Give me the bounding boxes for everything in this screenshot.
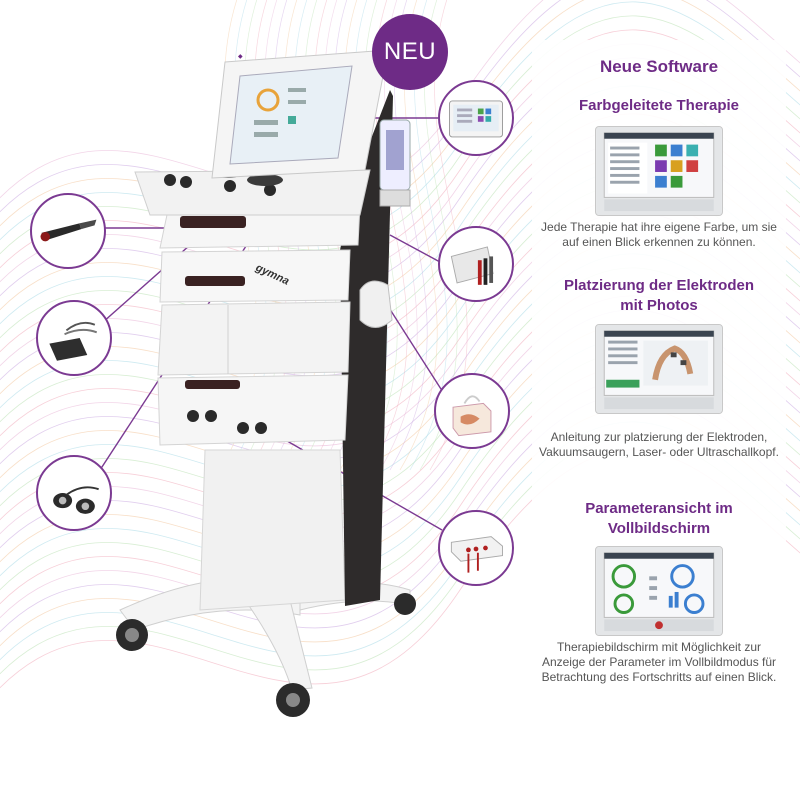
accessory-electrode-cables [438,226,514,302]
screen-preview-icon [596,547,722,635]
accessory-vacuum-unit [438,510,514,586]
connector-line [383,299,449,401]
feature-panel: Neue Software Farbgeleitete Therapie [532,40,786,730]
background-wave-line [0,0,800,227]
accessory-software-screen [438,80,514,156]
accessory-laser-probe [30,193,106,269]
screenshot-parameter-view [595,546,723,636]
background-wave-line [0,15,800,255]
section-description-electrode-placement: Anleitung zur platzierung der Elektroden… [539,430,779,459]
tissue-box-icon [452,395,492,437]
software-screen-icon [449,100,503,138]
background-wave-line [0,0,800,199]
screen-preview-icon [596,325,722,413]
panel-title: Neue Software [599,57,719,76]
section-description-color-therapy: Jede Therapie hat ihre eigene Farbe, um … [541,220,777,249]
svg-text:◆: ◆ [238,54,243,60]
new-badge-label: NEU [383,38,437,65]
electrode-pads-icon [49,321,98,361]
device-body: gymna [157,204,361,446]
accessory-tissue-box [434,373,510,449]
section-description-parameter-view: Therapiebildschirm mit Möglichkeit zur A… [541,640,777,684]
device-side-canister [379,119,411,207]
screenshot-electrode-placement [595,324,723,414]
section-heading-parameter-view-line1: Parameteransicht im [585,500,733,517]
screenshot-color-therapy [595,126,723,216]
new-badge: NEU [372,14,448,90]
background-wave-line [0,0,800,213]
ultrasound-heads-icon [53,486,99,514]
section-heading-electrode-placement-line2: mit Photos [620,297,698,314]
accessory-electrode-pads [36,300,112,376]
section-heading-electrode-placement-line1: Platzierung der Elektroden [563,277,755,294]
section-heading-parameter-view-line2: Vollbildschirm [607,520,711,537]
connector-line [389,234,441,263]
device-pillar [199,449,346,611]
laser-probe-icon [40,219,97,242]
device-holder [359,280,393,328]
device-touchscreen: ◆ [211,49,389,179]
screen-preview-icon [596,127,722,215]
background-wave-line [0,1,800,241]
section-heading-color-therapy: Farbgeleitete Therapie [578,97,740,114]
accessory-ultrasound-heads [36,455,112,531]
vacuum-unit-icon [450,536,503,573]
electrode-cables-icon [450,246,494,285]
